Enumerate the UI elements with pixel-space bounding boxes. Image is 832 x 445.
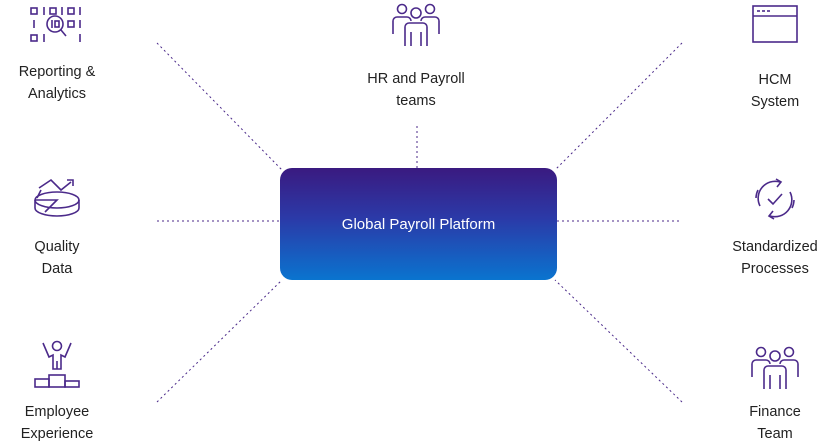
label-line-1: Employee xyxy=(24,404,90,420)
node-finance-team: Finance Team xyxy=(715,345,832,445)
team-group-icon xyxy=(392,3,440,46)
center-label: Global Payroll Platform xyxy=(341,215,496,233)
connector-finance xyxy=(554,279,683,403)
label-line-1: HR and Payroll xyxy=(367,71,465,87)
browser-window-icon xyxy=(752,5,798,43)
node-reporting-analytics: Reporting & Analytics xyxy=(0,5,117,105)
data-disk-icon xyxy=(34,178,80,217)
label-line-2: teams xyxy=(396,93,436,109)
connector-hcm xyxy=(554,42,683,171)
global-payroll-platform-box: Global Payroll Platform xyxy=(280,168,557,280)
label-line-1: Standardized xyxy=(732,239,818,255)
label-line-2: Analytics xyxy=(27,86,87,102)
label-line-1: HCM xyxy=(758,72,792,88)
connector-reporting xyxy=(156,42,283,171)
label-line-2: Team xyxy=(757,426,793,442)
label-line-1: Quality xyxy=(34,239,80,255)
data-magnifier-icon xyxy=(30,7,81,42)
label-line-2: Experience xyxy=(20,426,94,442)
team-group-icon xyxy=(751,346,799,389)
node-quality-data: Quality Data xyxy=(0,176,117,280)
node-employee-experience: Employee Experience xyxy=(0,339,117,445)
node-standardized-processes: Standardized Processes xyxy=(715,176,832,280)
connector-employee xyxy=(156,279,283,403)
label-line-1: Finance xyxy=(749,404,801,420)
podium-winner-icon xyxy=(34,340,80,388)
node-hr-payroll-teams: HR and Payroll teams xyxy=(356,2,476,112)
label-line-1: Reporting & xyxy=(18,64,96,80)
label-line-2: Data xyxy=(41,261,73,277)
label-line-2: System xyxy=(750,94,800,110)
node-hcm-system: HCM System xyxy=(715,3,832,113)
label-line-2: Processes xyxy=(741,261,809,277)
cycle-check-icon xyxy=(755,178,795,220)
